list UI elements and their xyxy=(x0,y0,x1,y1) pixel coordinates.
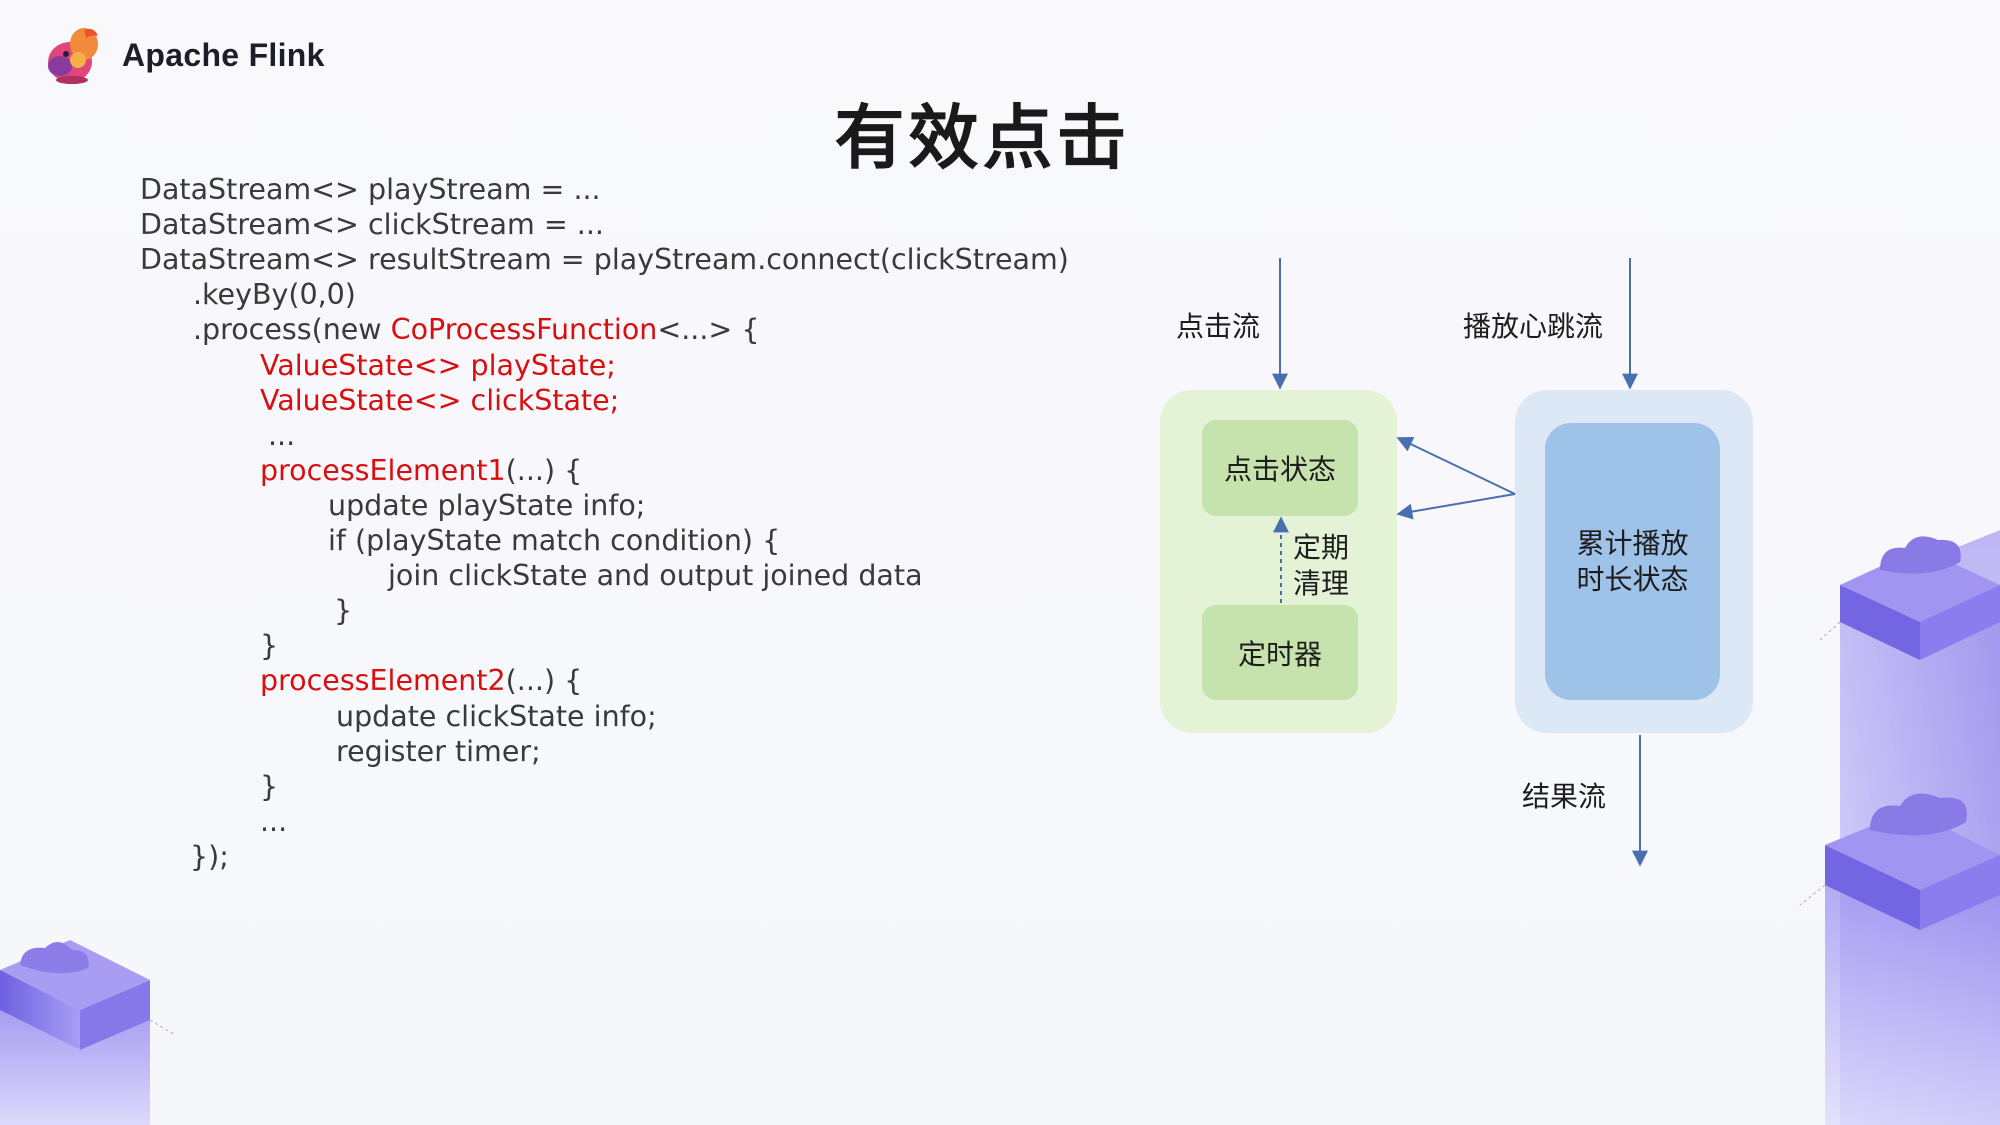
squirrel-icon xyxy=(48,28,98,84)
code-token-keyword: CoProcessFunction xyxy=(390,313,658,346)
heartbeat-stream-label: 播放心跳流 xyxy=(1463,310,1604,343)
code-line: ... xyxy=(268,419,296,452)
code-token-keyword: processElement2 xyxy=(260,664,506,697)
brand-logo: Apache Flink xyxy=(40,22,325,88)
code-line: update clickState info; xyxy=(336,700,657,733)
code-line: if (playState match condition) { xyxy=(328,524,781,557)
code-line: DataStream<> playStream = ... xyxy=(140,173,601,206)
periodic-clean-line2: 清理 xyxy=(1293,567,1350,600)
code-line: DataStream<> resultStream = playStream.c… xyxy=(140,243,1069,276)
code-line: } xyxy=(260,770,279,803)
code-token: (...) { xyxy=(505,664,583,697)
code-line: update playState info; xyxy=(328,489,646,522)
code-line: ... xyxy=(260,805,288,838)
code-line: join clickState and output joined data xyxy=(388,559,923,592)
periodic-clean-line1: 定期 xyxy=(1293,531,1350,564)
cumulative-label-line1: 累计播放 xyxy=(1576,526,1689,560)
page-title: 有效点击 xyxy=(834,97,1131,179)
cumulative-label-line2: 时长状态 xyxy=(1576,562,1689,596)
state-to-click-arrow-upper xyxy=(1396,437,1516,495)
decorative-cube-left-icon xyxy=(0,940,176,1125)
code-line: processElement2(...) { xyxy=(260,663,582,698)
result-stream-label: 结果流 xyxy=(1522,780,1607,813)
code-line: }); xyxy=(190,840,229,873)
code-line: } xyxy=(260,629,279,662)
brand-name: Apache Flink xyxy=(122,36,325,73)
periodic-clean-label: 定期 清理 xyxy=(1293,530,1349,602)
timer-box: 定时器 xyxy=(1202,605,1358,700)
code-line: .keyBy(0,0) xyxy=(193,278,356,311)
code-line: ValueState<> playState; xyxy=(260,349,616,382)
code-line: DataStream<> clickStream = ... xyxy=(140,208,604,241)
code-line: } xyxy=(334,594,353,627)
state-to-click-arrow-lower xyxy=(1396,493,1516,520)
click-state-box: 点击状态 xyxy=(1202,420,1358,516)
code-line: processElement1(...) { xyxy=(260,453,582,488)
code-line: ValueState<> clickState; xyxy=(260,384,620,417)
code-token: (...) { xyxy=(505,454,583,487)
decorative-cube-right-icon xyxy=(1799,530,2000,1125)
click-stream-label: 点击流 xyxy=(1176,310,1261,343)
code-token-keyword: processElement1 xyxy=(260,454,506,487)
code-line: register timer; xyxy=(336,735,541,768)
code-token: .process(new xyxy=(193,313,391,346)
code-token: <...> { xyxy=(657,313,760,346)
cumulative-duration-state-box: 累计播放 时长状态 xyxy=(1545,423,1720,700)
code-line: .process(new CoProcessFunction<...> { xyxy=(193,312,760,347)
